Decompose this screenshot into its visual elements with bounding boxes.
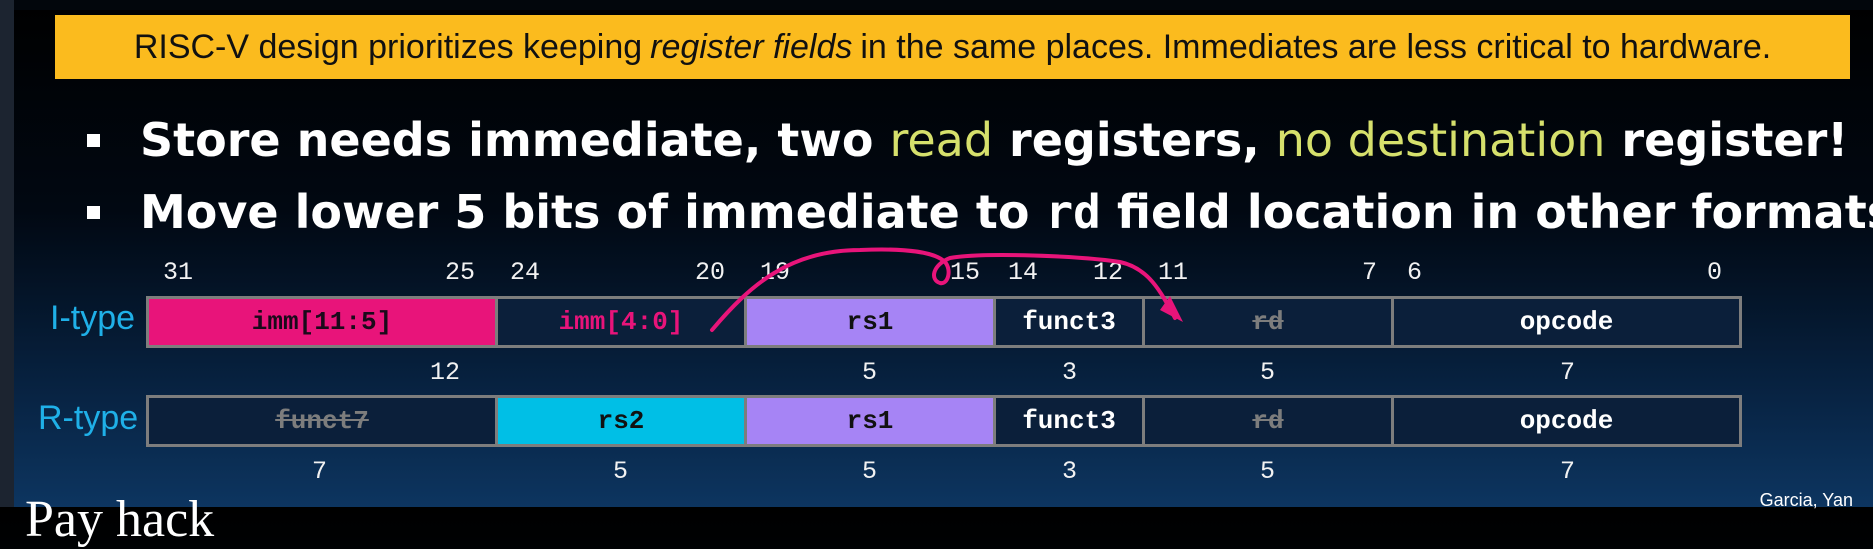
field-funct3: funct3 [993,296,1145,348]
handwritten-arrow-annotation [710,247,1183,332]
banner-text-after: in the same places. Immediates are less … [860,27,1772,66]
width-3: 3 [1062,358,1078,387]
width-5: 5 [613,457,629,486]
bullet-text: field location in other formats: [1100,185,1873,239]
top-edge [0,0,1873,10]
bullet-list: Store needs immediate, two read register… [85,110,1873,254]
arrow-path [710,247,1177,332]
field-rs2: rs2 [495,395,747,447]
banner-text-before: RISC-V design prioritizes keeping [133,27,643,66]
width-7: 7 [312,457,328,486]
r-type-label: R-type [38,399,139,437]
width-12: 12 [430,358,461,387]
i-type-label: I-type [50,299,136,337]
field-text: imm[11:5] [251,307,393,337]
bullet-move-bits: Move lower 5 bits of immediate to rd fie… [85,182,1873,254]
field-text: opcode [1519,406,1614,436]
width-5: 5 [1260,358,1276,387]
highlight-read: read [889,113,994,167]
bit-7: 7 [1362,258,1378,287]
bullet-square-icon [87,206,100,219]
field-rd: rd [1142,296,1394,348]
bullet-text: register! [1605,113,1849,167]
field-imm-4-0: imm[4:0] [495,296,747,348]
width-5: 5 [862,358,878,387]
bullet-store: Store needs immediate, two read register… [85,110,1865,182]
callout-banner: RISC-V design prioritizes keeping regist… [55,15,1850,79]
width-5: 5 [862,457,878,486]
field-text: funct7 [275,406,369,436]
field-text: rd [1252,406,1284,436]
width-7: 7 [1560,457,1576,486]
bit-24: 24 [510,258,541,287]
bullet-text: registers, [993,113,1276,167]
field-text: funct3 [1022,406,1116,436]
bullet-text: Store needs immediate, two [140,113,890,167]
bit-20: 20 [695,258,726,287]
field-imm-11-5: imm[11:5] [146,296,498,348]
bullet-square-icon [87,134,100,147]
bit-15: 15 [950,258,981,287]
left-edge [0,0,14,507]
field-rd: rd [1142,395,1394,447]
field-text: rs2 [597,406,645,436]
field-funct7: funct7 [146,395,498,447]
field-text: imm[4:0] [558,307,684,337]
bullet-text: Move lower 5 bits of immediate to [140,185,1046,239]
highlight-no-destination: no destination [1275,113,1606,167]
bit-25: 25 [445,258,476,287]
field-text: opcode [1519,307,1614,337]
width-5: 5 [1260,457,1276,486]
field-rs1: rs1 [744,395,996,447]
footer-author: Garcia, Yan [1759,490,1853,510]
arrow-head-icon [1160,296,1183,322]
banner-text-emphasis: register fields [650,27,853,66]
field-text: rs1 [846,307,894,337]
width-3: 3 [1062,457,1078,486]
bit-31: 31 [163,258,194,287]
bit-11: 11 [1158,258,1189,287]
field-opcode: opcode [1391,395,1742,447]
bit-0: 0 [1707,258,1723,287]
field-text: rd [1252,307,1284,337]
width-7: 7 [1560,358,1576,387]
field-rs1: rs1 [744,296,996,348]
code-rd: rd [1045,185,1101,239]
field-opcode: opcode [1391,296,1742,348]
bit-6: 6 [1407,258,1423,287]
bit-14: 14 [1008,258,1039,287]
field-text: funct3 [1022,307,1116,337]
footer-partial-text: Pay hack [25,491,215,548]
field-text: rs1 [846,406,894,436]
